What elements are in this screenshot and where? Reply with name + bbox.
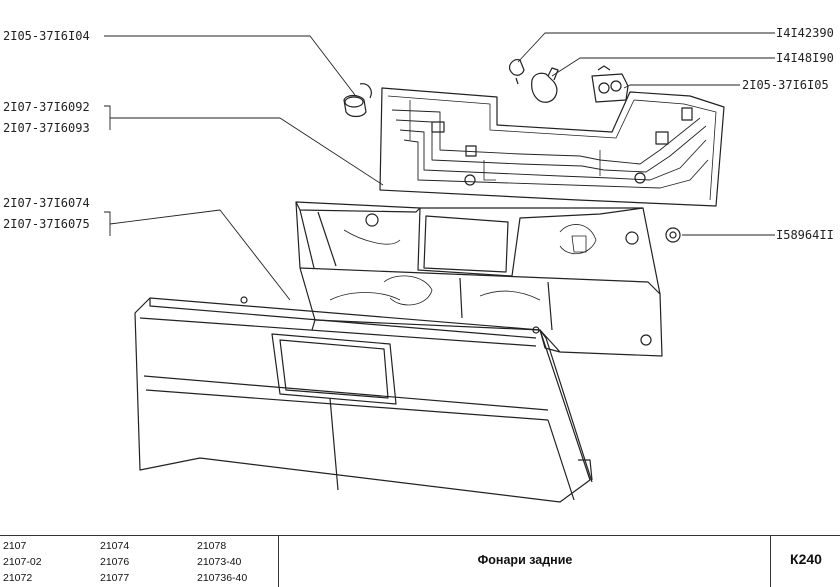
model-cell: 21074 xyxy=(100,540,130,552)
caption-block: 2107 21074 21078 2107-02 21076 21073-40 … xyxy=(0,535,840,587)
callout-socket-holder: 2I05-37I6I04 xyxy=(3,29,90,43)
caption-divider xyxy=(770,536,771,587)
caption-title: Фонари задние xyxy=(477,553,573,567)
callout-nut: I58964II xyxy=(776,228,834,242)
lamp-housing xyxy=(295,201,663,357)
callout-bulb-large: I4I48I90 xyxy=(776,51,834,65)
socket-holder-part xyxy=(343,83,372,118)
model-cell: 21072 xyxy=(3,572,33,584)
model-cell: 2107-02 xyxy=(3,556,42,568)
callout-harness-2: 2I07-37I6093 xyxy=(3,121,90,135)
socket-part xyxy=(591,65,629,103)
caption-divider xyxy=(278,536,279,587)
lamp-lens xyxy=(134,296,593,503)
model-cell: 21077 xyxy=(100,572,130,584)
wiring-board xyxy=(379,87,725,207)
leader-lines xyxy=(104,32,775,301)
bulbs-part xyxy=(509,59,559,103)
model-cell: 2107 xyxy=(3,540,27,552)
model-cell: 210736-40 xyxy=(197,572,248,584)
model-cell: 21073-40 xyxy=(197,556,242,568)
callout-socket: 2I05-37I6I05 xyxy=(742,78,829,92)
model-cell: 21076 xyxy=(100,556,130,568)
exploded-view-drawing xyxy=(104,32,775,503)
callout-lens-2: 2I07-37I6075 xyxy=(3,217,90,231)
callout-bulb-small: I4I42390 xyxy=(776,26,834,40)
model-cell: 21078 xyxy=(197,540,227,552)
callout-harness-1: 2I07-37I6092 xyxy=(3,100,90,114)
caption-code: К240 xyxy=(790,551,822,567)
callout-lens-1: 2I07-37I6074 xyxy=(3,196,90,210)
nut-part xyxy=(665,227,681,243)
